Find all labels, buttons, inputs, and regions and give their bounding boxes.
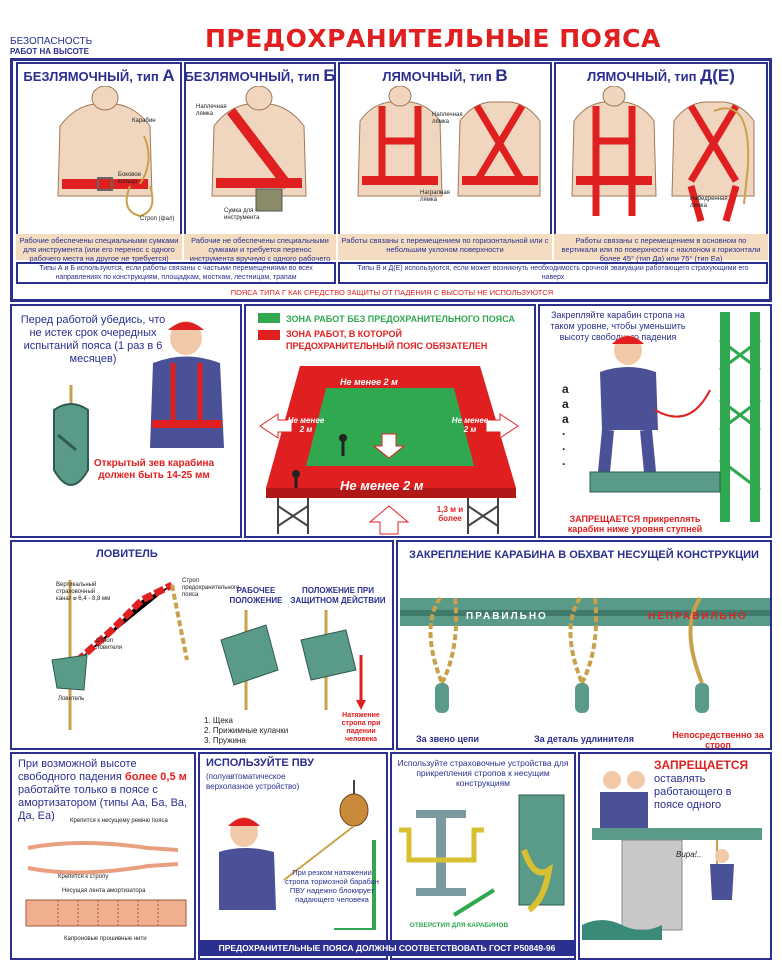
shock-label-1: Крепится к несущему ремню пояса bbox=[70, 818, 168, 824]
catcher-strap-label: Строп предохранительного пояса bbox=[182, 578, 240, 598]
zones-illustration bbox=[259, 366, 519, 535]
fixing-caption-2: За деталь удлинителя bbox=[534, 734, 635, 744]
type-a-illustration bbox=[57, 86, 154, 218]
attach-forbidden: ЗАПРЕЩАЕТСЯ прикреплять карабин ниже уро… bbox=[567, 514, 703, 534]
type-b-label-bag: Сумка для инструмента bbox=[224, 208, 260, 221]
type-b-label-shoulder: Наплечная лямка bbox=[196, 104, 227, 117]
green-swatch bbox=[258, 313, 280, 323]
type-v-illustration bbox=[357, 86, 541, 197]
alone-illustration bbox=[582, 771, 762, 940]
zone-dist-bottom: Не менее 2 м bbox=[340, 478, 424, 493]
note-vd-box bbox=[338, 262, 768, 284]
catcher-tension: Натяжение стропа при падении человека bbox=[341, 712, 381, 743]
type-v-title: ЛЯМОЧНЫЙ, тип В bbox=[382, 66, 508, 85]
devices-illustration bbox=[399, 794, 565, 917]
pvu-desc: При резком натяжении стропа тормозной ба… bbox=[285, 868, 379, 904]
catcher-protective-title: ПОЛОЖЕНИЕ ПРИ ЗАЩИТНОМ ДЕЙСТВИИ bbox=[290, 586, 386, 605]
type-d-desc: Работы связаны с перемещением в основном… bbox=[554, 234, 768, 263]
red-swatch bbox=[258, 330, 280, 340]
type-d-label-thigh: Набедренная лямка bbox=[690, 196, 728, 209]
type-v-label-chest: Награлная лямка bbox=[420, 190, 450, 203]
type-a-label-strap: Строп (фал) bbox=[140, 216, 175, 222]
type-d-illustration bbox=[571, 86, 755, 222]
catcher-positions-illustration bbox=[220, 610, 366, 710]
zone-height: 1,3 м и более bbox=[436, 505, 464, 523]
fixing-wrong-label: НЕПРАВИЛЬНО bbox=[648, 611, 748, 622]
fixing-right-label: ПРАВИЛЬНО bbox=[466, 611, 548, 622]
type-v-desc: Работы связаны с перемещением по горизон… bbox=[338, 234, 552, 260]
type-v-label-shoulder: Наплечная лямка bbox=[432, 112, 463, 125]
zone-dist-top: Не менее 2 м bbox=[340, 377, 398, 387]
alone-title: ЗАПРЕЩАЕТСЯ bbox=[654, 758, 749, 772]
topic-line-1: БЕЗОПАСНОСТЬ bbox=[10, 36, 93, 47]
check-text: Перед работой убедись, что не истек срок… bbox=[20, 314, 166, 365]
note-ab-box bbox=[16, 262, 336, 284]
carabiner-note: Открытый зев карабина должен быть 14-25 … bbox=[93, 458, 215, 481]
check-worker-illustration bbox=[150, 321, 224, 448]
catcher-part-3: 3. Пружина bbox=[204, 736, 246, 745]
fixing-panel bbox=[396, 540, 772, 750]
catcher-strap-catcher-label: Строп ловителя bbox=[96, 638, 123, 651]
attach-text: Закрепляйте карабин стропа на таком уров… bbox=[550, 310, 686, 342]
topic-line-2: РАБОТ НА ВЫСОТЕ bbox=[10, 47, 89, 56]
devices-text: Используйте страховочные устройства для … bbox=[397, 758, 569, 788]
attach-illustration bbox=[589, 312, 761, 522]
catcher-working-title: РАБОЧЕЕ ПОЛОЖЕНИЕ bbox=[229, 586, 283, 605]
pvu-title: ИСПОЛЬЗУЙТЕ ПВУ bbox=[206, 757, 314, 769]
shock-label-2: Крепится к стропу bbox=[58, 874, 109, 880]
note-ab: Типы А и Б используются, если работы свя… bbox=[39, 265, 313, 281]
page-title: ПРЕДОХРАНИТЕЛЬНЫЕ ПОЯСА bbox=[205, 24, 661, 53]
zone-dist-left: Не менее 2 м bbox=[287, 416, 325, 434]
catcher-parts: 1. Щека 2. Прижимные кулачки 3. Пружина bbox=[204, 716, 288, 746]
alone-text: оставлять работающего в поясе одного bbox=[654, 773, 732, 811]
catcher-illustration bbox=[51, 580, 189, 730]
type-a-label-carabiner: Карабин bbox=[132, 118, 156, 124]
type-a-label-ring: Боковое кольцо bbox=[118, 172, 142, 185]
type-d-title: ЛЯМОЧНЫЙ, тип Д(Е) bbox=[587, 66, 735, 85]
type-b-desc: Рабочие не обеспечены специальными сумка… bbox=[184, 234, 336, 272]
alone-bubble: Вира!.. bbox=[676, 850, 702, 859]
catcher-device-label: Ловитель bbox=[58, 696, 85, 702]
shock-absorber-illustration bbox=[25, 841, 187, 927]
type-a-desc: Рабочие обеспечены специальными сумками … bbox=[16, 234, 182, 263]
red-zone-label: ЗОНА РАБОТ, В КОТОРОЙ ПРЕДОХРАНИТЕЛЬНЫЙ … bbox=[286, 329, 488, 351]
catcher-rope-label: Вертикальный страховочный канат ⌀ 6,4 - … bbox=[56, 582, 111, 602]
catcher-part-2: 2. Прижимные кулачки bbox=[204, 726, 289, 735]
pvu-subtitle: (полуавтоматическое верхолазное устройст… bbox=[206, 772, 300, 791]
fixing-caption-1: За звено цепи bbox=[416, 734, 479, 744]
shock-label-3: Несущая лента амортизатора bbox=[62, 888, 146, 894]
type-b-illustration bbox=[211, 86, 307, 212]
fixing-illustration bbox=[400, 596, 770, 713]
type-a-title: БЕЗЛЯМОЧНЫЙ, тип А bbox=[23, 66, 175, 85]
devices-holes: ОТВЕРСТИЯ ДЛЯ КАРАБИНОВ bbox=[409, 922, 509, 929]
note-vd: Типы В и Д(Е) используются, если может в… bbox=[357, 265, 749, 281]
catcher-title: ЛОВИТЕЛЬ bbox=[96, 548, 158, 560]
note-g: ПОЯСА ТИПА Г КАК СРЕДСТВО ЗАЩИТЫ ОТ ПАДЕ… bbox=[230, 288, 554, 297]
carabiner-illustration bbox=[53, 385, 89, 486]
shock-label-4: Капроновые прошивные нити bbox=[64, 936, 147, 942]
type-b-title: БЕЗЛЯМОЧНЫЙ, тип Б bbox=[184, 66, 336, 85]
catcher-part-1: 1. Щека bbox=[204, 716, 233, 725]
footer-gost: ПРЕДОХРАНИТЕЛЬНЫЕ ПОЯСА ДОЛЖНЫ СООТВЕТСТ… bbox=[198, 940, 576, 956]
fixing-title: ЗАКРЕПЛЕНИЕ КАРАБИНА В ОБХВАТ НЕСУЩЕЙ КО… bbox=[409, 549, 759, 561]
zone-dist-right: Не менее 2 м bbox=[451, 416, 489, 434]
shock-text: При возможной высоте свободного падения … bbox=[18, 758, 188, 822]
pvu-illustration bbox=[219, 780, 376, 930]
green-zone-label: ЗОНА РАБОТ БЕЗ ПРЕДОХРАНИТЕЛЬНОГО ПОЯСА bbox=[286, 314, 515, 324]
fixing-caption-3: Непосредственно за строп bbox=[672, 730, 764, 750]
